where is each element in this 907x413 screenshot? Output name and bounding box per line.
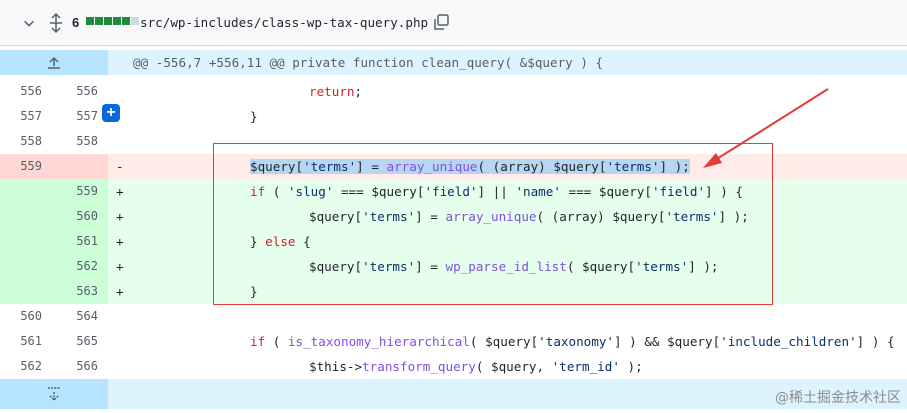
diff-marker xyxy=(116,329,128,354)
new-line-number[interactable]: 556 xyxy=(76,84,98,98)
diffstat-bar xyxy=(86,17,139,25)
diff-marker: + xyxy=(116,234,124,249)
diff-marker xyxy=(116,79,128,104)
code-line: } else { xyxy=(250,234,311,249)
new-line-number[interactable]: 564 xyxy=(76,309,98,323)
diff-marker xyxy=(116,354,128,379)
diff-line: 556 556 return; xyxy=(0,79,907,104)
new-line-number[interactable]: 563 xyxy=(76,284,98,298)
new-line-number[interactable] xyxy=(54,154,98,179)
code-line: $query['terms'] = wp_parse_id_list( $que… xyxy=(309,259,719,274)
old-line-number[interactable]: 558 xyxy=(20,134,42,148)
watermark: @稀土掘金技术社区 xyxy=(775,390,901,406)
hunk-header: @@ -556,7 +556,11 @@ private function cl… xyxy=(133,55,604,70)
code-line: } xyxy=(250,284,258,299)
file-path[interactable]: src/wp-includes/class-wp-tax-query.php xyxy=(140,15,429,30)
code-line: return; xyxy=(309,79,362,104)
old-line-number[interactable] xyxy=(0,254,42,279)
expand-down-icon xyxy=(48,387,60,402)
diff-line-added: 560 + $query['terms'] = array_unique( (a… xyxy=(0,204,907,229)
new-line-number[interactable]: 559 xyxy=(76,184,98,198)
add-comment-button[interactable]: + xyxy=(102,104,120,122)
code-line: $query['terms'] = array_unique( (array) … xyxy=(309,209,749,224)
diff-line: 560 564 xyxy=(0,304,907,329)
new-line-number[interactable]: 561 xyxy=(76,234,98,248)
diffstat-block xyxy=(86,17,94,25)
diff-marker: - xyxy=(116,159,124,174)
diff-marker: + xyxy=(116,209,124,224)
diff-marker: + xyxy=(116,259,124,274)
old-line-number[interactable]: 562 xyxy=(20,359,42,373)
old-line-number[interactable]: 557 xyxy=(20,109,42,123)
diff-marker: + xyxy=(116,284,124,299)
diffstat-block xyxy=(104,17,112,25)
diff-line-added: 561 + } else { xyxy=(0,229,907,254)
diff-line: 557 557 } xyxy=(0,104,907,129)
code-token: ; xyxy=(354,84,363,99)
selected-text: $query['terms'] = array_unique( (array) … xyxy=(250,159,690,174)
code-line: $this->transform_query( $query, 'term_id… xyxy=(309,359,643,374)
code-line: if ( 'slug' === $query['field'] || 'name… xyxy=(250,184,743,199)
file-header: 6 src/wp-includes/class-wp-tax-query.php xyxy=(0,0,907,46)
diff-marker xyxy=(116,129,128,154)
expand-row-bottom xyxy=(0,379,907,409)
expand-up-button[interactable] xyxy=(0,50,108,75)
diff-line-added: 563 + } xyxy=(0,279,907,304)
unfold-icon[interactable] xyxy=(47,13,65,33)
diffstat-block xyxy=(131,17,139,25)
old-line-number[interactable]: 556 xyxy=(20,84,42,98)
new-line-number[interactable]: 566 xyxy=(76,359,98,373)
chevron-down-icon[interactable] xyxy=(22,16,36,30)
diffstat-block xyxy=(95,17,103,25)
diff-line-deleted: 559 - $query['terms'] = array_unique( (a… xyxy=(0,154,907,179)
diff-line: 561 565 if ( is_taxonomy_hierarchical( $… xyxy=(0,329,907,354)
code-token: return xyxy=(309,84,355,99)
new-line-number[interactable]: 560 xyxy=(76,209,98,223)
new-line-number[interactable]: 565 xyxy=(76,334,98,348)
old-line-number[interactable] xyxy=(0,179,42,204)
code-line: $query['terms'] = array_unique( (array) … xyxy=(250,154,690,179)
diff-marker xyxy=(116,304,128,329)
new-line-number[interactable]: 558 xyxy=(76,134,98,148)
old-line-number[interactable]: 560 xyxy=(20,309,42,323)
code-line: if ( is_taxonomy_hierarchical( $query['t… xyxy=(250,334,895,349)
old-line-number[interactable] xyxy=(0,229,42,254)
diff-line: 558 558 xyxy=(0,129,907,154)
old-line-number[interactable]: 559 xyxy=(20,159,42,173)
expand-down-button[interactable] xyxy=(0,379,108,409)
diff-line-added: 562 + $query['terms'] = wp_parse_id_list… xyxy=(0,254,907,279)
diff-line: 562 566 $this->transform_query( $query, … xyxy=(0,354,907,379)
diff-line-added: 559 + if ( 'slug' === $query['field'] ||… xyxy=(0,179,907,204)
new-line-number[interactable]: 562 xyxy=(76,259,98,273)
expand-up-icon xyxy=(48,56,60,69)
change-count: 6 xyxy=(72,15,80,30)
new-line-number[interactable]: 557 xyxy=(76,109,98,123)
diff-marker: + xyxy=(116,184,124,199)
code-line: } xyxy=(250,109,258,124)
copy-icon[interactable] xyxy=(432,13,450,31)
hunk-header-row: @@ -556,7 +556,11 @@ private function cl… xyxy=(0,50,907,75)
diffstat-block xyxy=(113,17,121,25)
old-line-number[interactable]: 561 xyxy=(20,334,42,348)
old-line-number[interactable] xyxy=(0,279,42,304)
old-line-number[interactable] xyxy=(0,204,42,229)
diffstat-block xyxy=(122,17,130,25)
